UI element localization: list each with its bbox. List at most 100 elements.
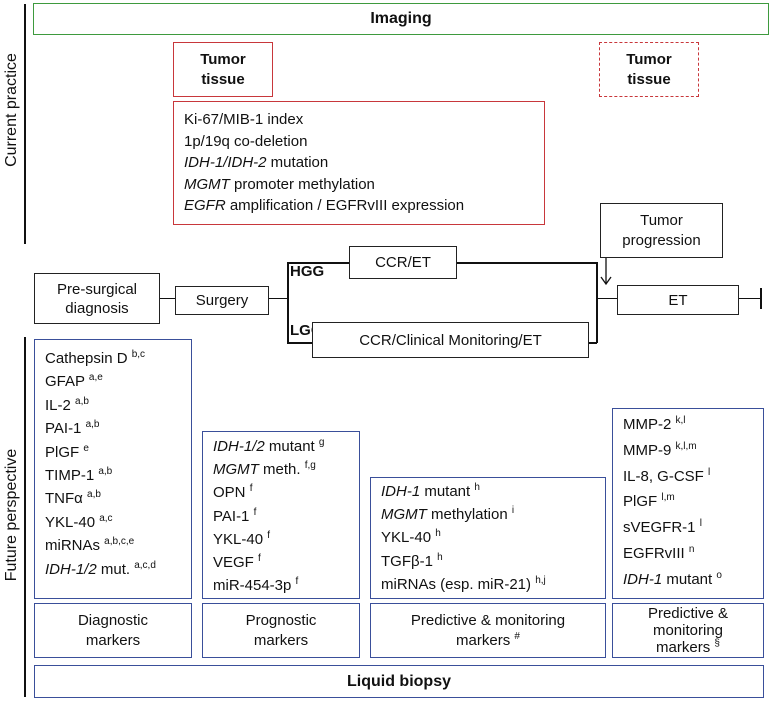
diagnostic-marker-name: IL-2 [45, 396, 71, 414]
tissue-marker-gene: MGMT [184, 175, 230, 193]
predictive-markers-title-line2: markers [456, 631, 511, 649]
predictive-monitoring-marker-item: MMP-9 k,l,m [623, 438, 722, 464]
pre-surgical-diagnosis-label: Pre-surgical diagnosis [56, 280, 138, 317]
predictive-monitoring-marker-item: IDH-1 mutant o [623, 567, 722, 593]
predictive-markers-title-line2-wrap: markers # [456, 631, 520, 651]
diagnostic-marker-item: PlGF e [45, 441, 156, 464]
current-practice-divider [24, 4, 26, 244]
ccr-clinical-box: CCR/Clinical Monitoring/ET [312, 322, 589, 358]
predictive-monitoring-marker-ref: l,m [661, 492, 675, 504]
predictive-marker-name: YKL-40 [381, 529, 432, 547]
prognostic-markers-title: Prognostic markers [245, 611, 317, 649]
predictive-monitoring-title-box: Predictive & monitoring markers § [612, 603, 764, 658]
diagnostic-marker-ref: b,c [131, 349, 146, 360]
liquid-biopsy-label: Liquid biopsy [347, 672, 451, 690]
diagnostic-marker-name: TNFα [45, 490, 83, 508]
connector-surgery-branch [269, 298, 287, 300]
prognostic-marker-name: YKL-40 [213, 530, 264, 548]
diagnostic-marker-name: miRNAs [45, 537, 100, 555]
prognostic-marker-name: VEGF [213, 554, 254, 572]
diagnostic-marker-name: PlGF [45, 443, 80, 461]
tissue-marker-text: promoter methylation [229, 175, 375, 193]
diagnostic-marker-item: PAI-1 a,b [45, 417, 156, 440]
surgery-label: Surgery [195, 292, 249, 309]
diagnostic-marker-ref: a,b [75, 395, 89, 407]
ccr-et-label: CCR/ET [375, 254, 431, 271]
predictive-monitoring-marker-name: mutant [662, 570, 713, 588]
predictive-marker-ref: h,j [535, 574, 546, 586]
predictive-monitoring-marker-item: PlGF l,m [623, 489, 722, 515]
tissue-marker-item: 1p/19q co-deletion [184, 131, 464, 153]
diagnostic-marker-name: Cathepsin D [45, 350, 128, 367]
predictive-marker-ref: h [435, 528, 441, 540]
lgg-line [287, 342, 312, 344]
current-practice-label: Current practice [3, 53, 20, 167]
diagnostic-marker-item: Cathepsin D b,c [45, 347, 156, 370]
tissue-marker-text: mutation [266, 154, 329, 171]
tissue-marker-gene: IDH-1/IDH-2 [184, 154, 267, 171]
diagnostic-marker-item: YKL-40 a,c [45, 511, 156, 534]
merge-to-et-line [596, 298, 617, 300]
predictive-monitoring-title-sup: § [714, 638, 720, 649]
predictive-monitoring-marker-name: EGFRvIII [623, 544, 685, 562]
tumor-tissue-right-label: Tumor tissue [626, 50, 672, 88]
predictive-monitoring-title-line2: monitoring [652, 622, 724, 639]
tissue-marker-text: 1p/19q co-deletion [184, 132, 308, 150]
merge-vertical [596, 262, 598, 343]
prognostic-marker-ref: f [258, 553, 261, 565]
predictive-markers-title-line1: Predictive & monitoring [410, 611, 566, 629]
prognostic-marker-gene: MGMT [213, 461, 259, 479]
diagnostic-marker-ref: a,b [85, 419, 100, 431]
predictive-marker-ref: h [437, 551, 443, 563]
predictive-monitoring-marker-item: EGFRvIII n [623, 541, 722, 567]
prognostic-markers-title-box: Prognostic markers [202, 603, 360, 658]
predictive-marker-item: TGFβ-1 h [381, 550, 546, 573]
predictive-marker-ref: h [474, 482, 480, 493]
imaging-label: Imaging [370, 10, 432, 27]
imaging-box: Imaging [33, 3, 769, 35]
prognostic-marker-item: PAI-1 f [213, 505, 324, 528]
predictive-monitoring-marker-item: MMP-2 k,l [623, 412, 722, 438]
diagnostic-marker-ref: a,b [98, 466, 113, 478]
predictive-monitoring-marker-name: MMP-9 [623, 441, 672, 459]
surgery-box: Surgery [175, 286, 269, 315]
predictive-monitoring-title-line3: markers [656, 639, 711, 656]
diagnostic-marker-ref: a,c,d [134, 559, 156, 571]
predictive-marker-item: miRNAs (esp. miR-21) h,j [381, 573, 546, 596]
prognostic-marker-item: VEGF f [213, 551, 324, 574]
tissue-marker-text: amplification / EGFRvIII expression [225, 197, 465, 214]
branch-vertical [287, 262, 289, 343]
prognostic-marker-ref: f [249, 483, 253, 495]
et-out-line [739, 298, 760, 300]
tumor-tissue-box-left: Tumor tissue [173, 42, 273, 97]
liquid-biopsy-box: Liquid biopsy [34, 665, 764, 698]
predictive-monitoring-marker-ref: n [688, 543, 695, 555]
prognostic-marker-name: OPN [213, 484, 246, 502]
predictive-marker-gene: MGMT [381, 506, 427, 524]
prognostic-marker-name: miR-454-3p [213, 577, 292, 595]
tissue-marker-item: EGFR amplification / EGFRvIII expression [184, 195, 464, 217]
diagnostic-marker-item: IDH-1/2 mut. a,c,d [45, 558, 156, 581]
predictive-marker-ref: i [511, 505, 515, 517]
diagnostic-marker-ref: a,c [99, 512, 113, 524]
hgg-label: HGG [290, 263, 325, 280]
tissue-marker-item: IDH-1/IDH-2 mutation [184, 152, 464, 174]
predictive-monitoring-marker-item: sVEGFR-1 l [623, 515, 722, 541]
progression-arrow-icon [600, 258, 612, 286]
predictive-monitoring-marker-ref: l [708, 466, 711, 478]
diagnostic-marker-item: TIMP-1 a,b [45, 464, 156, 487]
predictive-monitoring-marker-ref: k,l,m [675, 440, 697, 452]
predictive-marker-item: MGMT methylation i [381, 503, 546, 526]
prognostic-marker-item: MGMT meth. f,g [213, 458, 324, 481]
predictive-monitoring-marker-gene: IDH-1 [623, 570, 663, 588]
predictive-monitoring-marker-name: IL-8, G-CSF [623, 467, 704, 485]
diagnostic-markers-title-box: Diagnostic markers [34, 603, 192, 658]
predictive-monitoring-marker-name: MMP-2 [623, 416, 672, 433]
prognostic-marker-ref: f [295, 576, 299, 588]
predictive-monitoring-marker-name: PlGF [623, 493, 658, 511]
